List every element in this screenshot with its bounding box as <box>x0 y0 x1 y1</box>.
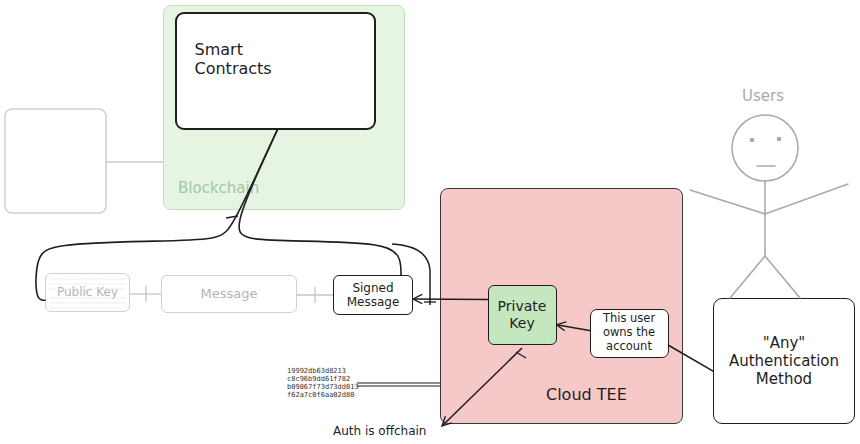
plus-line <box>314 287 315 303</box>
blockchain-band: Smart ContractsBlockchain <box>163 5 405 210</box>
plus-line <box>130 293 161 294</box>
box-label: Message <box>201 286 258 302</box>
figure-arm <box>765 184 848 214</box>
plus-line <box>297 294 333 295</box>
box-heading: Cloud TEE <box>546 385 627 404</box>
process-box: Signed Message <box>333 275 413 315</box>
box-label: "Any" Authentication Method <box>723 334 845 388</box>
faded-link <box>106 161 163 163</box>
figure-arm <box>690 190 765 214</box>
faded-box <box>5 109 106 213</box>
key-texture-line <box>50 283 126 284</box>
figure-head <box>732 115 798 181</box>
figure-eye <box>778 138 781 141</box>
figure-leg <box>765 256 800 298</box>
key-digits: 19992db63d8213 <box>287 367 346 375</box>
figure-leg <box>730 256 765 298</box>
figure-body <box>764 181 766 256</box>
plus-line <box>145 286 146 302</box>
note-text: Auth is offchain <box>333 425 426 438</box>
key-texture-line <box>50 307 120 308</box>
key-texture-line <box>50 278 126 279</box>
key-box: Private Key <box>488 285 557 345</box>
bracket-tick <box>424 301 436 302</box>
key-texture-line <box>50 302 126 303</box>
box-heading: Blockchain <box>178 179 259 197</box>
actor-label: Users <box>742 88 784 104</box>
box-label: This user owns the account <box>592 312 666 353</box>
faded-box: Message <box>161 275 297 313</box>
faded-box: Public Key <box>45 273 130 312</box>
figure-eye <box>751 139 754 142</box>
box-heading: Smart Contracts <box>195 40 287 78</box>
key-digits: c8c96b9dd61f782 <box>287 375 350 383</box>
key-digits: f62a7c0f6aa02d80 <box>287 391 354 399</box>
leader-line <box>357 385 440 386</box>
key-texture <box>50 279 126 308</box>
leader-line <box>357 382 440 383</box>
contract-box: Smart Contracts <box>175 12 376 130</box>
auth-box: "Any" Authentication Method <box>713 298 855 424</box>
box-label: Signed Message <box>340 281 406 310</box>
junction-tick <box>226 216 238 218</box>
figure-mouth <box>757 165 775 167</box>
tee-band: Private Key This user owns the accountClo… <box>440 188 683 424</box>
box-label: Public Key <box>57 285 118 299</box>
key-digits: b09867f73d73dd013 <box>287 383 359 391</box>
claim-box: This user owns the account <box>590 309 669 358</box>
user-figure <box>690 115 848 298</box>
box-label: Private Key <box>492 298 552 332</box>
